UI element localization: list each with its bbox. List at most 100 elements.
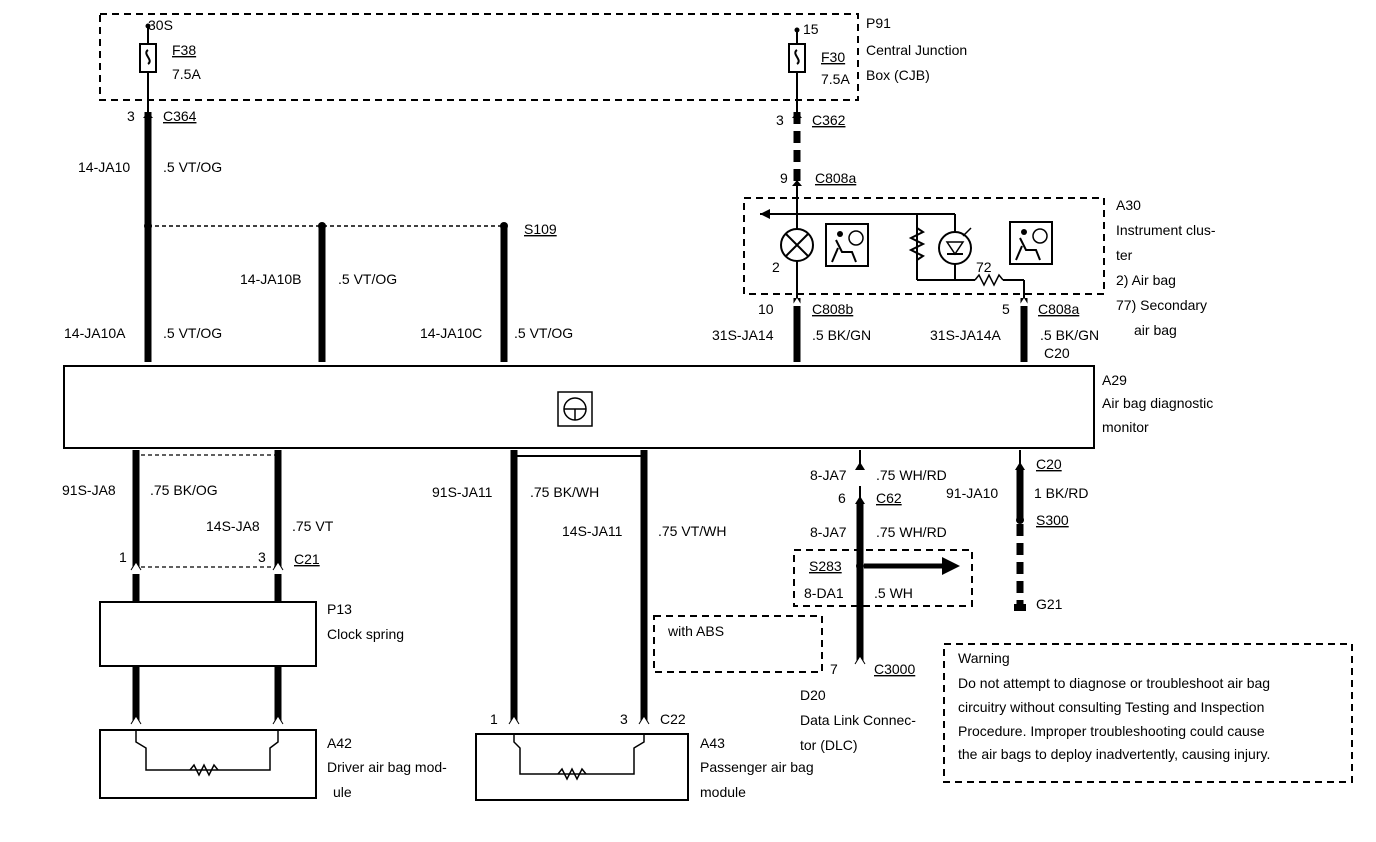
ja10a-spec: .5 VT/OG — [163, 325, 222, 341]
a42-id: A42 — [327, 735, 352, 751]
ja7-bot-spec: .75 WH/RD — [876, 524, 947, 540]
driver-circuit: 91S-JA8 .75 BK/OG 14S-JA8 .75 VT 1 3 C21… — [62, 450, 447, 800]
ja11b-spec: .75 VT/WH — [658, 523, 726, 539]
dlc-circuit: 8-JA7 .75 WH/RD 6 C62 8-JA7 .75 WH/RD S2… — [793, 450, 973, 753]
a29-name-line1: Air bag diagnostic — [1102, 395, 1213, 411]
ja8b-spec: .75 VT — [292, 518, 334, 534]
f38-rating: 7.5A — [172, 66, 201, 82]
ja14-spec: .5 BK/GN — [812, 327, 871, 343]
c808a-bot-name: C808a — [1038, 301, 1079, 317]
air-bag-warning-lamp-icon — [780, 228, 814, 262]
c362-name: C362 — [812, 112, 846, 128]
ja10-gnd-spec: 1 BK/RD — [1034, 485, 1088, 501]
ground-icon — [1014, 604, 1026, 611]
ja10a-circuit: 14-JA10A — [64, 325, 126, 341]
wire-31s-ja14a: 5 C808a 31S-JA14A .5 BK/GN C20 — [930, 298, 1099, 362]
a30-name-line2: ter — [1116, 247, 1133, 263]
ja14a-spec: .5 BK/GN — [1040, 327, 1099, 343]
s300-label: S300 — [1036, 512, 1069, 528]
s283-label: S283 — [809, 558, 842, 574]
wire-14-ja10a-labels: 14-JA10A .5 VT/OG — [64, 325, 222, 341]
passenger-circuit: 91S-JA11 .75 BK/WH 14S-JA11 .75 VT/WH wi… — [432, 450, 823, 801]
c3000-pin: 7 — [830, 661, 838, 677]
ja10-spec: .5 VT/OG — [163, 159, 222, 175]
steering-wheel-icon — [557, 391, 593, 427]
a43-id: A43 — [700, 735, 725, 751]
c21-pin-right: 3 — [258, 549, 266, 565]
central-junction-box: P91 Central Junction Box (CJB) — [99, 13, 967, 101]
wire-14-ja10b: 14-JA10B .5 VT/OG — [240, 226, 397, 362]
ja14a-circuit: 31S-JA14A — [930, 327, 1001, 343]
ja14-circuit: 31S-JA14 — [712, 327, 774, 343]
f30-id: F30 — [821, 49, 845, 65]
a43-name-line2: module — [700, 784, 746, 800]
splice-s283-box: S283 8-DA1 .5 WH — [793, 549, 973, 607]
ja11b-circuit: 14S-JA11 — [562, 523, 623, 539]
wire-31s-ja14: 10 C808b 31S-JA14 .5 BK/GN — [712, 298, 871, 362]
ja10b-spec: .5 VT/OG — [338, 271, 397, 287]
d20-name-line2: tor (DLC) — [800, 737, 858, 753]
a29-name-line2: monitor — [1102, 419, 1149, 435]
ja10c-spec: .5 VT/OG — [514, 325, 573, 341]
ja11-circuit: 91S-JA11 — [432, 484, 493, 500]
c362-pin: 3 — [776, 112, 784, 128]
a43-name-line1: Passenger air bag — [700, 759, 814, 775]
fuse-f38: 30S F38 7.5A — [139, 17, 201, 112]
ground-circuit: C20 91-JA10 1 BK/RD S300 G21 — [946, 450, 1088, 612]
a30-note1: 2) Air bag — [1116, 272, 1176, 288]
air-bag-occupant-icon — [825, 223, 869, 267]
wire-c362: 3 C362 9 C808a — [776, 112, 856, 186]
da1-circuit: 8-DA1 — [804, 585, 844, 601]
with-abs-label: with ABS — [667, 623, 724, 639]
c20-top-name: C20 — [1044, 345, 1070, 361]
warning-line2: circuitry without consulting Testing and… — [958, 699, 1264, 715]
passenger-air-bag-module: A43 Passenger air bag module — [475, 733, 814, 801]
c62-pin: 6 — [838, 490, 846, 506]
warning-line1: Do not attempt to diagnose or troublesho… — [958, 675, 1270, 691]
ja7-top-circuit: 8-JA7 — [810, 467, 847, 483]
wire-14-ja10: 3 C364 14-JA10 .5 VT/OG — [78, 108, 222, 362]
c62-name: C62 — [876, 490, 902, 506]
c808a-top-pin: 9 — [780, 170, 788, 186]
c22-pin-right: 3 — [620, 711, 628, 727]
d20-name-line1: Data Link Connec- — [800, 712, 916, 728]
continues-arrow-icon — [942, 557, 960, 575]
c22-name: C22 — [660, 711, 686, 727]
with-abs-option-box: with ABS — [653, 615, 823, 673]
secondary-air-bag-occupant-icon — [1009, 221, 1053, 265]
a30-id: A30 — [1116, 197, 1141, 213]
c808b-pin: 10 — [758, 301, 774, 317]
d20-id: D20 — [800, 687, 826, 703]
p13-id: P13 — [327, 601, 352, 617]
warning-title: Warning — [958, 650, 1010, 666]
f30-rating: 7.5A — [821, 71, 850, 87]
c808a-top-name: C808a — [815, 170, 856, 186]
ja7-top-spec: .75 WH/RD — [876, 467, 947, 483]
fuse-f30: 15 F30 7.5A — [788, 21, 850, 112]
a30-note2: 77) Secondary — [1116, 297, 1207, 313]
instrument-cluster: A30 Instrument clus- ter 2) Air bag 77) … — [743, 186, 1216, 338]
c808b-name: C808b — [812, 301, 853, 317]
ja10b-circuit: 14-JA10B — [240, 271, 301, 287]
c20-bot-name: C20 — [1036, 456, 1062, 472]
c364-pin: 3 — [127, 108, 135, 124]
ja10c-circuit: 14-JA10C — [420, 325, 482, 341]
a30-note3: air bag — [1134, 322, 1177, 338]
a42-name-line2: ule — [333, 784, 352, 800]
warning-box: Warning Do not attempt to diagnose or tr… — [943, 643, 1353, 783]
ja8-circuit: 91S-JA8 — [62, 482, 116, 498]
ja11-spec: .75 BK/WH — [530, 484, 599, 500]
c21-pin-left: 1 — [119, 549, 127, 565]
driver-air-bag-module: A42 Driver air bag mod- ule — [99, 729, 447, 800]
c3000-name: C3000 — [874, 661, 915, 677]
a30-pin72: 72 — [976, 259, 992, 275]
ja8-spec: .75 BK/OG — [150, 482, 218, 498]
c22-pin-left: 1 — [490, 711, 498, 727]
s109-label: S109 — [524, 221, 557, 237]
clock-spring: P13 Clock spring — [99, 574, 404, 722]
air-bag-diagnostic-monitor: A29 Air bag diagnostic monitor — [63, 365, 1213, 449]
g21-label: G21 — [1036, 596, 1063, 612]
ja10-circuit: 14-JA10 — [78, 159, 130, 175]
ja7-bot-circuit: 8-JA7 — [810, 524, 847, 540]
warning-line3: Procedure. Improper troubleshooting coul… — [958, 723, 1265, 739]
